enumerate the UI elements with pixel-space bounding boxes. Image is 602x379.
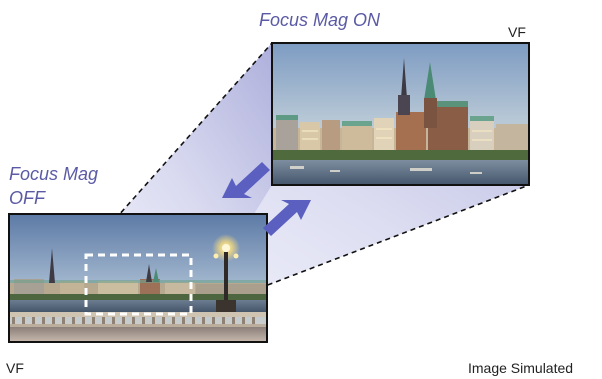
vf-label-bottom: VF [6,360,24,376]
focus-mag-off-caption-line2: OFF [9,188,46,208]
projection-line-bottom-right [191,184,530,315]
focus-mag-on-caption: Focus Mag ON [259,10,381,30]
full-view-frame [8,213,268,343]
vf-label-top: VF [508,24,526,40]
focus-mag-off-caption-line1: Focus Mag [9,164,98,184]
zoom-out-arrow-icon [222,162,270,198]
image-simulated-note: Image Simulated [468,360,573,376]
full-view-image [9,214,267,342]
focus-area-dashed-box [84,253,193,316]
magnified-view-image [272,43,529,185]
zoom-in-arrow-icon [263,200,311,236]
magnified-view-frame [271,42,530,186]
